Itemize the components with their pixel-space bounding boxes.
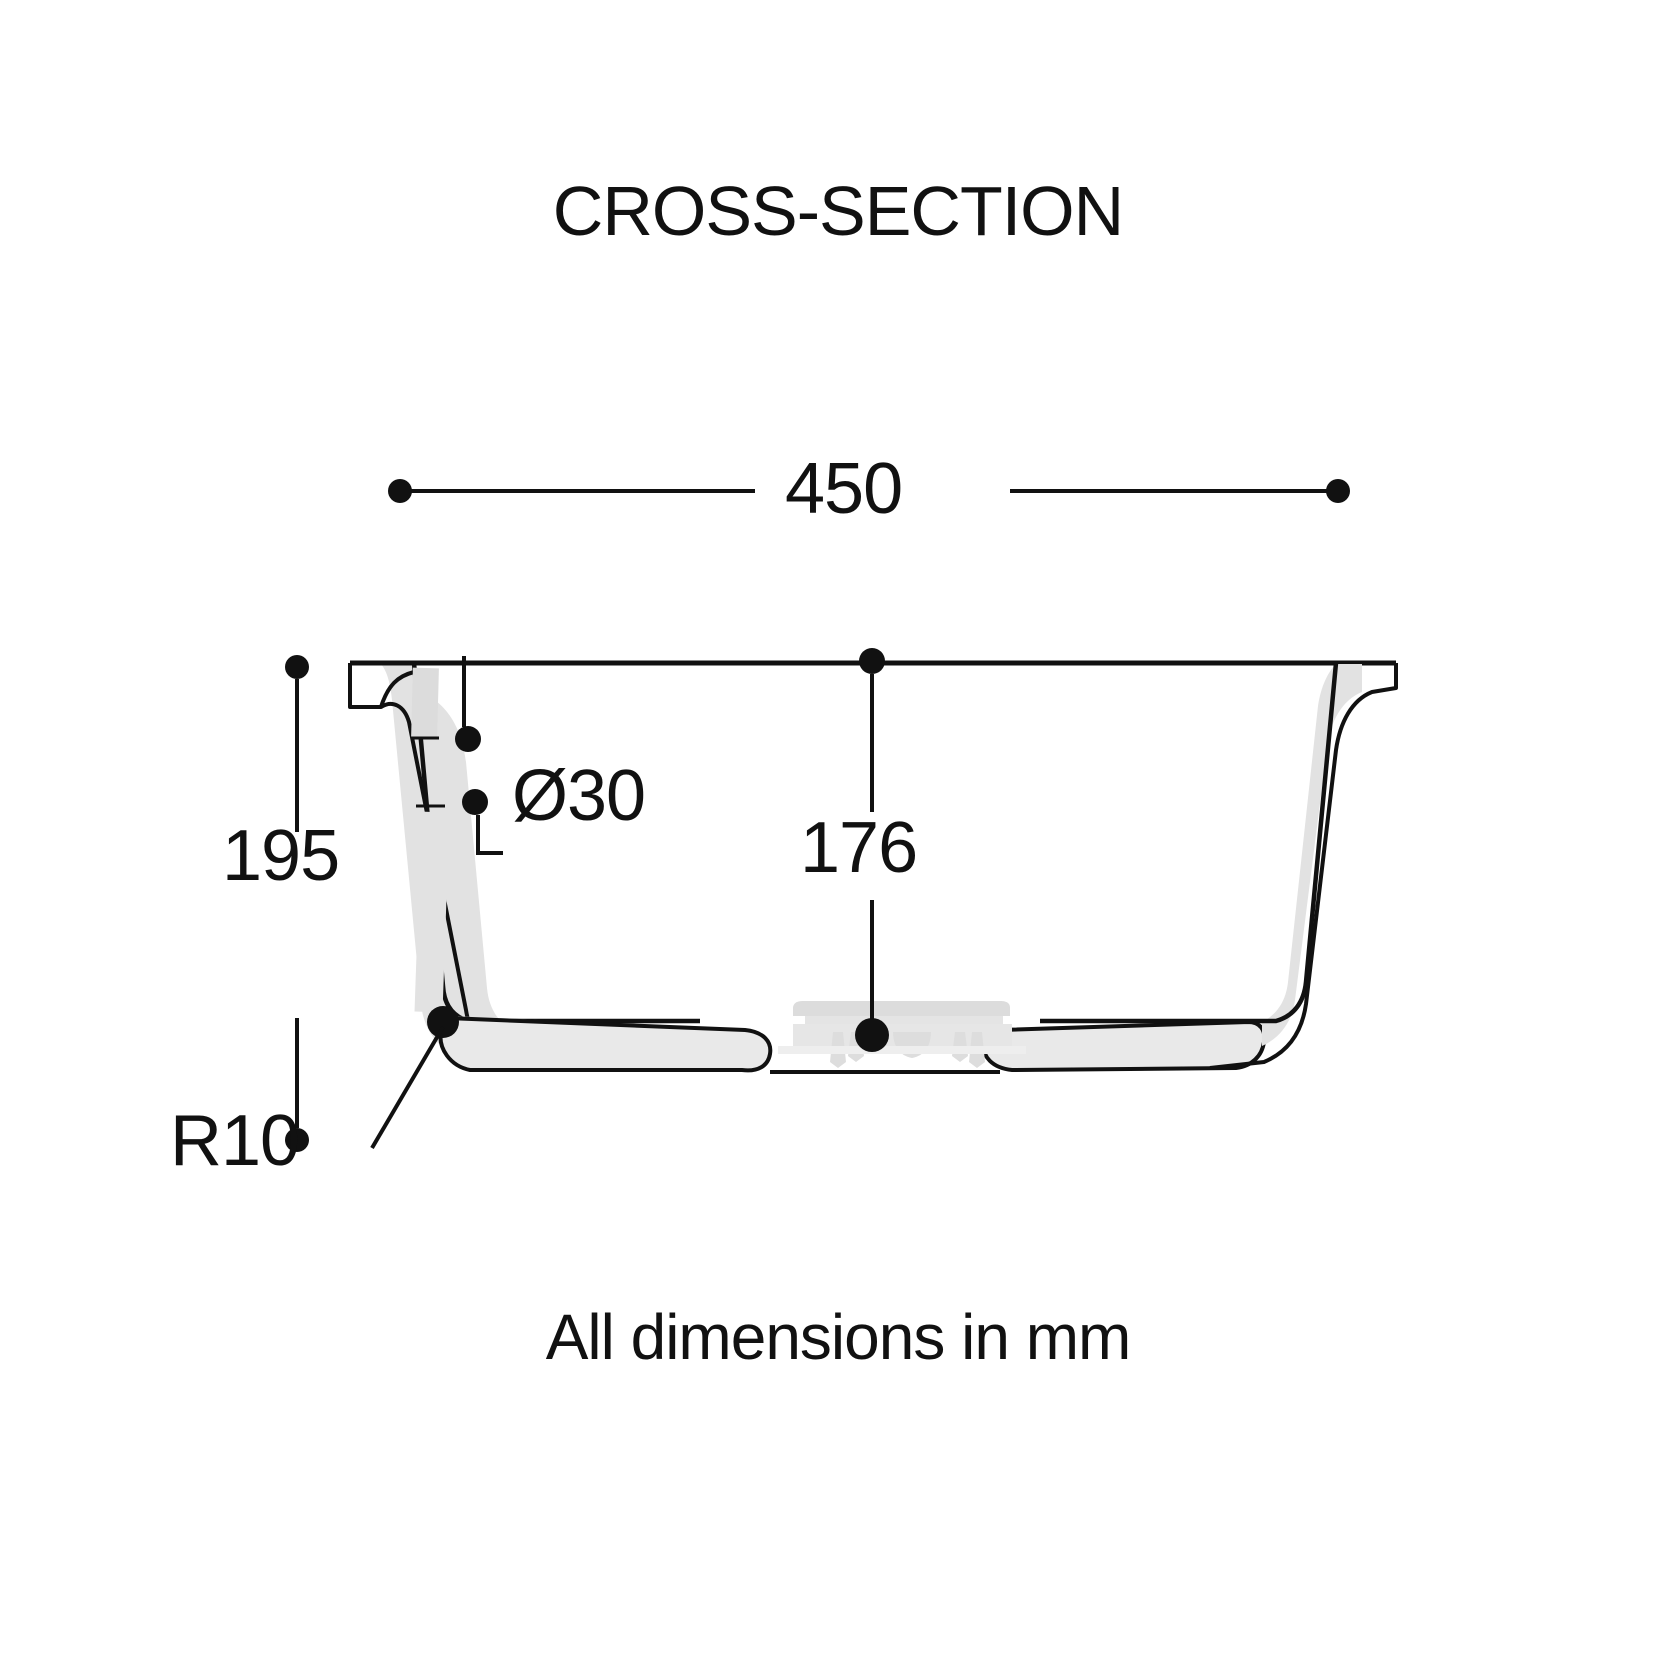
dimension-dia30 xyxy=(455,656,503,855)
drain-flange-plate xyxy=(793,1001,1010,1016)
dim-dia30-dot-upper xyxy=(455,726,481,752)
left-wall-shade-seg-1 xyxy=(411,667,439,739)
dim-176-dot-top xyxy=(859,648,885,674)
dim-dia30-dot-lower xyxy=(462,789,488,815)
dim-195-dot-top xyxy=(285,655,309,679)
dimension-r10 xyxy=(370,1006,459,1150)
dim-450-dot-left xyxy=(388,479,412,503)
left-wall-fill xyxy=(381,664,520,1061)
footer-note: All dimensions in mm xyxy=(545,1301,1132,1373)
dimension-176 xyxy=(855,648,889,1052)
right-wall-outer-outline xyxy=(1209,663,1398,1070)
basin-geometry xyxy=(348,660,1398,1074)
left-wall-shade-seg-2 xyxy=(414,811,450,1013)
dimension-label-dia30: Ø30 xyxy=(512,756,646,836)
dimension-450 xyxy=(388,479,1350,503)
drain-flange-tier-2 xyxy=(805,1016,1003,1026)
basin-bottom-left-slab xyxy=(438,1016,773,1073)
right-wall-fill xyxy=(1262,664,1362,1046)
dimension-label-195: 195 xyxy=(222,816,340,896)
dimension-label-176: 176 xyxy=(800,808,918,888)
dim-r10-dot xyxy=(427,1006,459,1038)
dimension-label-r10: R10 xyxy=(170,1101,300,1181)
dimension-label-450: 450 xyxy=(785,449,903,529)
dim-450-dot-right xyxy=(1326,479,1350,503)
drain-prong-center xyxy=(893,1032,931,1058)
dim-176-dot-bottom xyxy=(855,1018,889,1052)
dimension-195 xyxy=(285,655,309,1152)
drain-seat-plate xyxy=(778,1046,1026,1054)
right-wall-inner-outline xyxy=(1040,662,1339,1024)
dim-195-dot-bottom xyxy=(285,1128,309,1152)
dim-dia30-leader-elbow xyxy=(476,815,503,855)
waste-drain-assembly xyxy=(770,1001,1026,1074)
page-title: CROSS-SECTION xyxy=(552,172,1124,250)
dim-r10-leader-line xyxy=(370,1025,445,1150)
